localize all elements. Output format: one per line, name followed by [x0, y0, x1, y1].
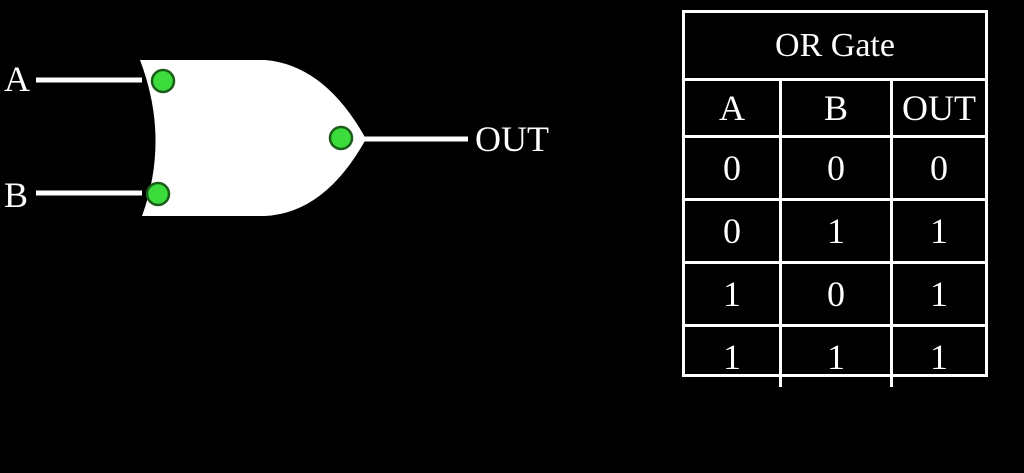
cell-a: 1	[685, 261, 782, 327]
header-a: A	[685, 78, 782, 138]
cell-b: 0	[779, 135, 893, 201]
input-b-label: B	[4, 175, 29, 215]
or-gate-body	[140, 60, 366, 216]
cell-out: 0	[890, 135, 985, 201]
truth-table: OR Gate A B OUT 0 0 0 0 1 1 1 0 1 1 1 1	[682, 10, 988, 387]
input-a-pin	[150, 68, 176, 94]
cell-b: 0	[779, 261, 893, 327]
output-pin	[328, 125, 354, 151]
table-row: 1 1 1	[685, 324, 985, 387]
output-label: OUT	[475, 119, 549, 159]
table-row: 1 0 1	[685, 261, 985, 327]
input-a-label: A	[4, 59, 30, 99]
cell-a: 0	[685, 135, 782, 201]
truth-table-title: OR Gate	[685, 13, 985, 81]
cell-out: 1	[890, 198, 985, 264]
cell-a: 1	[685, 324, 782, 387]
cell-out: 1	[890, 261, 985, 327]
cell-b: 1	[779, 324, 893, 387]
table-row: 0 0 0	[685, 135, 985, 201]
header-b: B	[779, 78, 893, 138]
cell-a: 0	[685, 198, 782, 264]
cell-out: 1	[890, 324, 985, 387]
table-row: 0 1 1	[685, 198, 985, 264]
cell-b: 1	[779, 198, 893, 264]
input-b-pin	[145, 181, 171, 207]
header-out: OUT	[890, 78, 985, 138]
